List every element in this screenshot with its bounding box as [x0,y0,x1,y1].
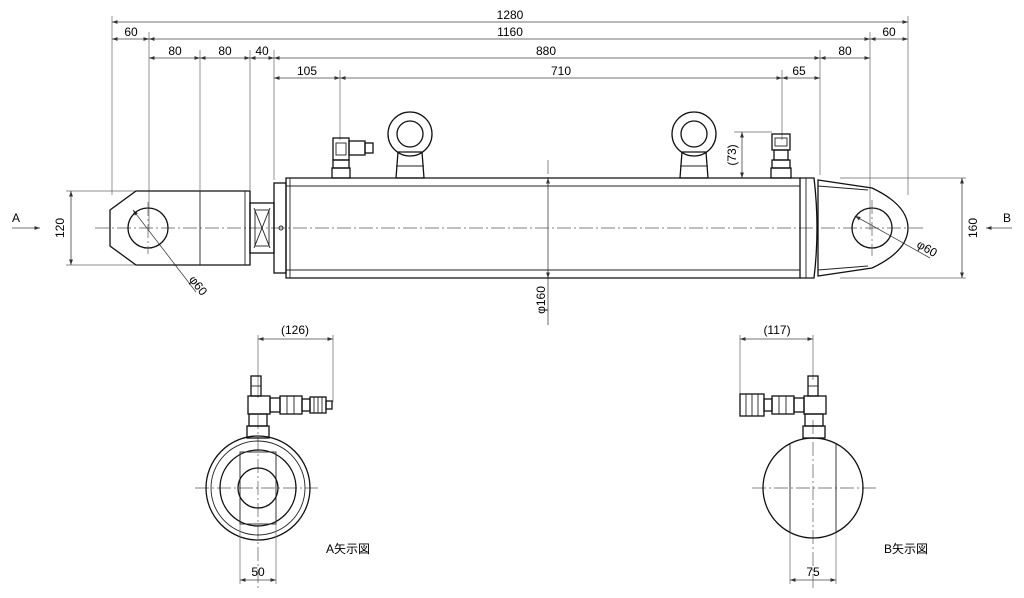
dimension-text: 1280 1160 60 60 80 80 40 880 80 105 710 … [12,8,1011,314]
view-b-label: B矢示図 [884,542,928,556]
dim-view-a-126: (126) [281,323,309,337]
cylinder-side-view [95,111,925,279]
dim-120: 120 [53,218,67,238]
dimension-lines [12,16,1012,325]
dim-view-b-117: (117) [763,323,790,337]
view-a-label: A矢示図 [326,542,370,556]
dim-phi60-right: φ60 [914,237,940,260]
dim-left-80a: 80 [168,44,182,58]
view-a: (126) 50 A矢示図 [195,323,370,590]
dim-phi60-left: φ60 [186,273,210,299]
dim-65: 65 [792,64,806,78]
dim-right-60: 60 [882,25,896,39]
dim-left-60: 60 [124,25,138,39]
arrow-label-a: A [12,211,20,225]
dim-160: 160 [966,218,980,238]
dim-left-80b: 80 [218,44,232,58]
arrow-label-b: B [1003,211,1011,225]
dim-1160: 1160 [497,25,523,39]
dim-880: 880 [536,44,556,58]
dim-105: 105 [297,64,317,78]
dim-710: 710 [551,64,571,78]
dim-left-40: 40 [255,44,269,58]
dim-view-a-50: 50 [251,565,265,579]
dim-phi160: φ160 [534,286,548,314]
dim-view-b-75: 75 [806,565,820,579]
dim-overall: 1280 [497,8,524,22]
view-b: (117) 75 B矢示図 [739,323,928,590]
dim-right-80: 80 [838,44,852,58]
dim-73: (73) [725,144,739,165]
